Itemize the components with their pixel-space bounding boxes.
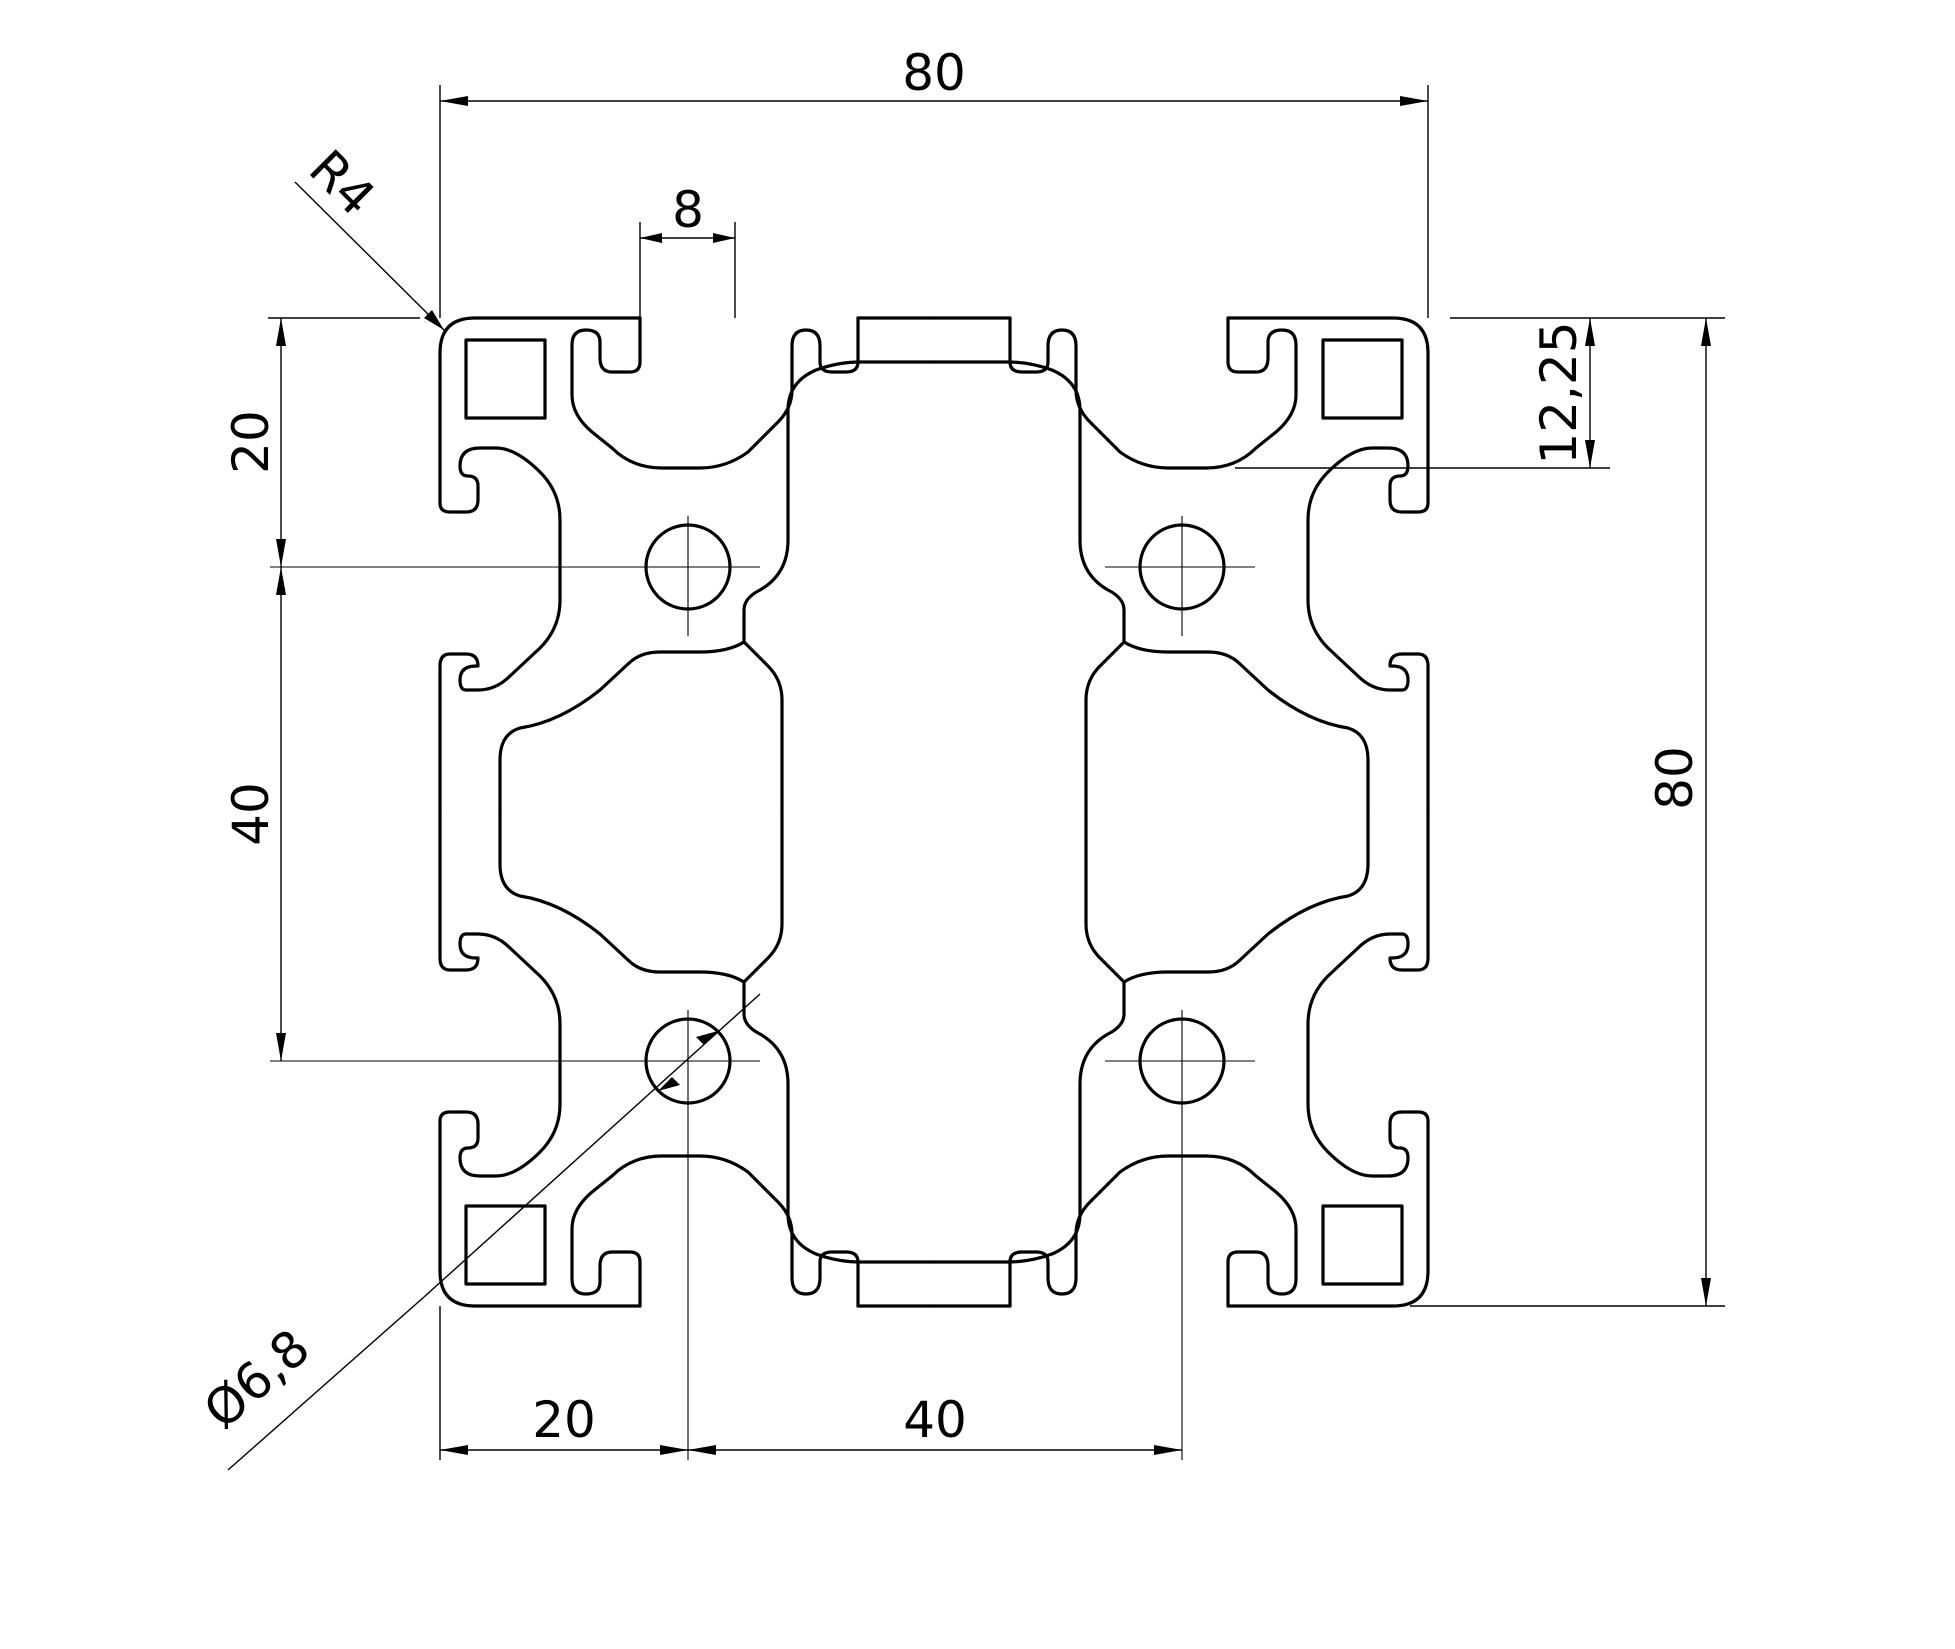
quadrant-top-right (932, 316, 1430, 814)
profile-edge (1388, 810, 1430, 972)
profile-edge (570, 1154, 860, 1308)
label-slot-depth: 12,25 (1530, 321, 1588, 464)
label-pitch-bottom: 40 (903, 1391, 967, 1449)
center-lines (270, 516, 1255, 1460)
profile-edge (464, 338, 547, 420)
hole-top-right (1138, 523, 1226, 611)
profile-outline (438, 316, 1430, 1308)
label-corner-radius: R4 (298, 139, 386, 227)
hole-top-left (644, 523, 732, 611)
profile-edge (438, 932, 642, 1308)
profile-edge (438, 652, 480, 814)
profile-edge (1008, 1154, 1298, 1308)
label-overall-height: 80 (1646, 746, 1704, 810)
profile-edge (464, 1204, 547, 1286)
profile-edge (932, 810, 1126, 1264)
profile-edge (1226, 316, 1430, 692)
profile-edge (570, 316, 860, 470)
quadrant-bottom-left (438, 810, 936, 1308)
leader-hole-diameter-lower (227, 1296, 425, 1471)
label-overall-width: 80 (902, 44, 966, 102)
core-holes (644, 523, 1226, 1105)
label-slot-width: 8 (672, 181, 704, 239)
leader-corner-radius (294, 181, 445, 331)
profile-edge (1122, 640, 1370, 814)
profile-edge (1321, 1204, 1404, 1286)
profile-edge (498, 640, 746, 814)
profile-edge (742, 810, 936, 1264)
dimension-arrows (276, 96, 1711, 1455)
profile-edge (1008, 316, 1298, 470)
hole-bottom-right (1138, 1017, 1226, 1105)
profile-edge (1226, 932, 1430, 1308)
quadrant-bottom-right (932, 810, 1430, 1308)
label-offset-left: 20 (222, 410, 280, 474)
hole-bottom-left (644, 1017, 732, 1105)
profile-edge (742, 360, 936, 814)
label-pitch-left: 40 (222, 782, 280, 846)
quadrant-top-left (438, 316, 936, 814)
label-hole-diameter: Ø6,8 (193, 1318, 321, 1440)
label-offset-bottom: 20 (532, 1391, 596, 1449)
profile-edge (1321, 338, 1404, 420)
profile-edge (1122, 810, 1370, 984)
profile-edge (438, 316, 642, 692)
profile-edge (932, 360, 1126, 814)
profile-edge (1388, 652, 1430, 814)
profile-edge (438, 810, 480, 972)
profile-edge (498, 810, 746, 984)
